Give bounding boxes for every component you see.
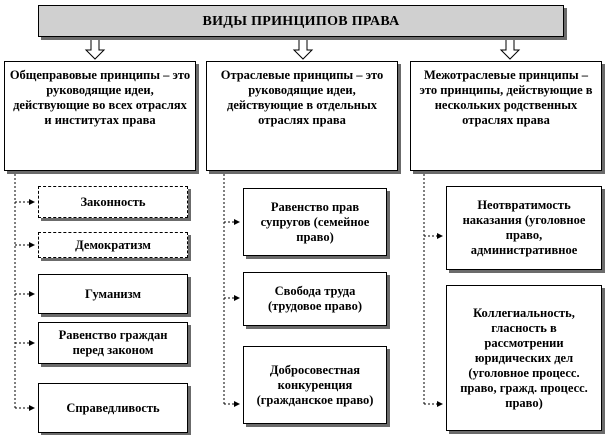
item-freedom-of-labor: Свобода труда (трудовое право) xyxy=(243,272,387,326)
item-collegiality-publicity: Коллегиальность, гласность в рассмотрени… xyxy=(446,285,602,431)
item-equality-before-law: Равенство граждан перед законом xyxy=(38,322,188,364)
diagram-title: ВИДЫ ПРИНЦИПОВ ПРАВА xyxy=(38,5,564,37)
item-fair-competition: Добросовестная конкуренция (гражданское … xyxy=(243,346,387,424)
sectoral-principles-heading: Отраслевые принципы – это руководящие ид… xyxy=(206,61,398,171)
down-arrow-icon xyxy=(84,38,106,60)
item-democracy: Демократизм xyxy=(38,232,188,258)
general-principles-heading: Общеправовые принципы – это руководящие … xyxy=(4,61,196,171)
item-humanism: Гуманизм xyxy=(38,274,188,314)
down-arrow-icon xyxy=(499,38,521,60)
item-legality: Законность xyxy=(38,186,188,218)
item-justice: Справедливость xyxy=(38,383,188,433)
item-inevitability-of-punishment: Неотвратимость наказания (уголовное прав… xyxy=(446,186,602,270)
item-spouse-equality: Равенство прав супругов (семейное право) xyxy=(243,188,387,256)
intersectoral-principles-heading: Межотраслевые принципы – это принципы, д… xyxy=(410,61,602,171)
down-arrow-icon xyxy=(292,38,314,60)
